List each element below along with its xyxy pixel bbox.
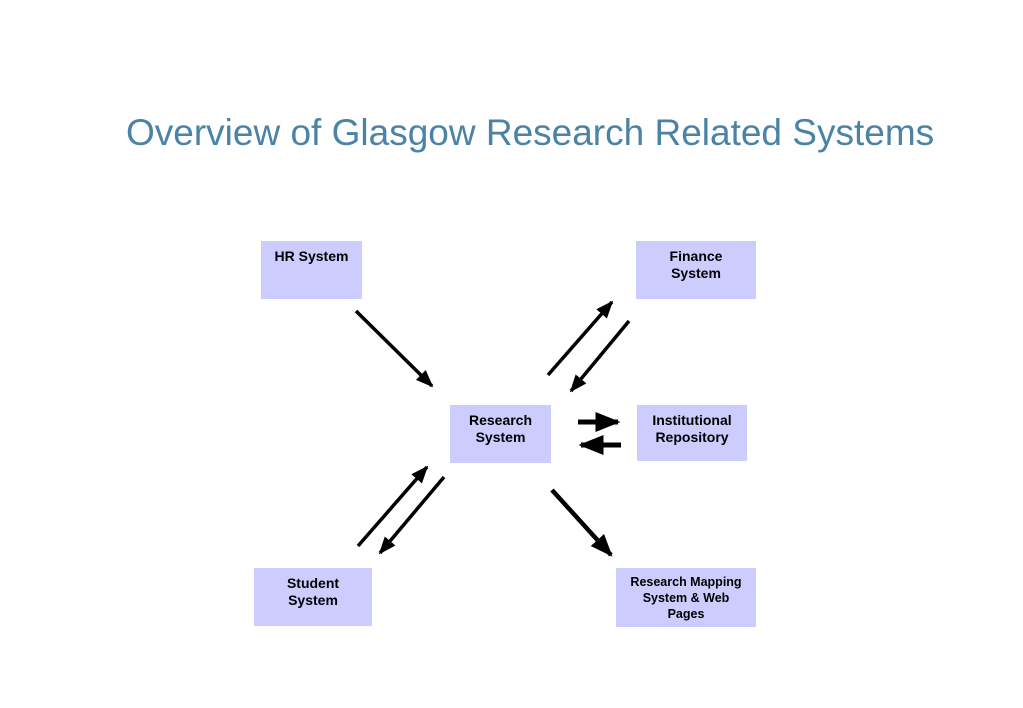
hr-system-box: HR System <box>261 241 362 299</box>
student-system-box: Student System <box>254 568 372 626</box>
page-title: Overview of Glasgow Research Related Sys… <box>126 112 935 153</box>
arrow-student-to-research <box>356 465 429 548</box>
institutional-repository-box: Institutional Repository <box>637 405 747 461</box>
arrow-research-to-student <box>378 475 446 555</box>
research-mapping-box: Research Mapping System & Web Pages <box>616 568 756 627</box>
research-system-box: Research System <box>450 405 551 463</box>
arrow-research-to-finance <box>546 300 614 377</box>
arrow-finance-to-research <box>569 319 631 393</box>
arrow-research-to-mapping <box>550 488 613 557</box>
finance-system-box: Finance System <box>636 241 756 299</box>
arrow-hr-to-research <box>354 309 434 388</box>
